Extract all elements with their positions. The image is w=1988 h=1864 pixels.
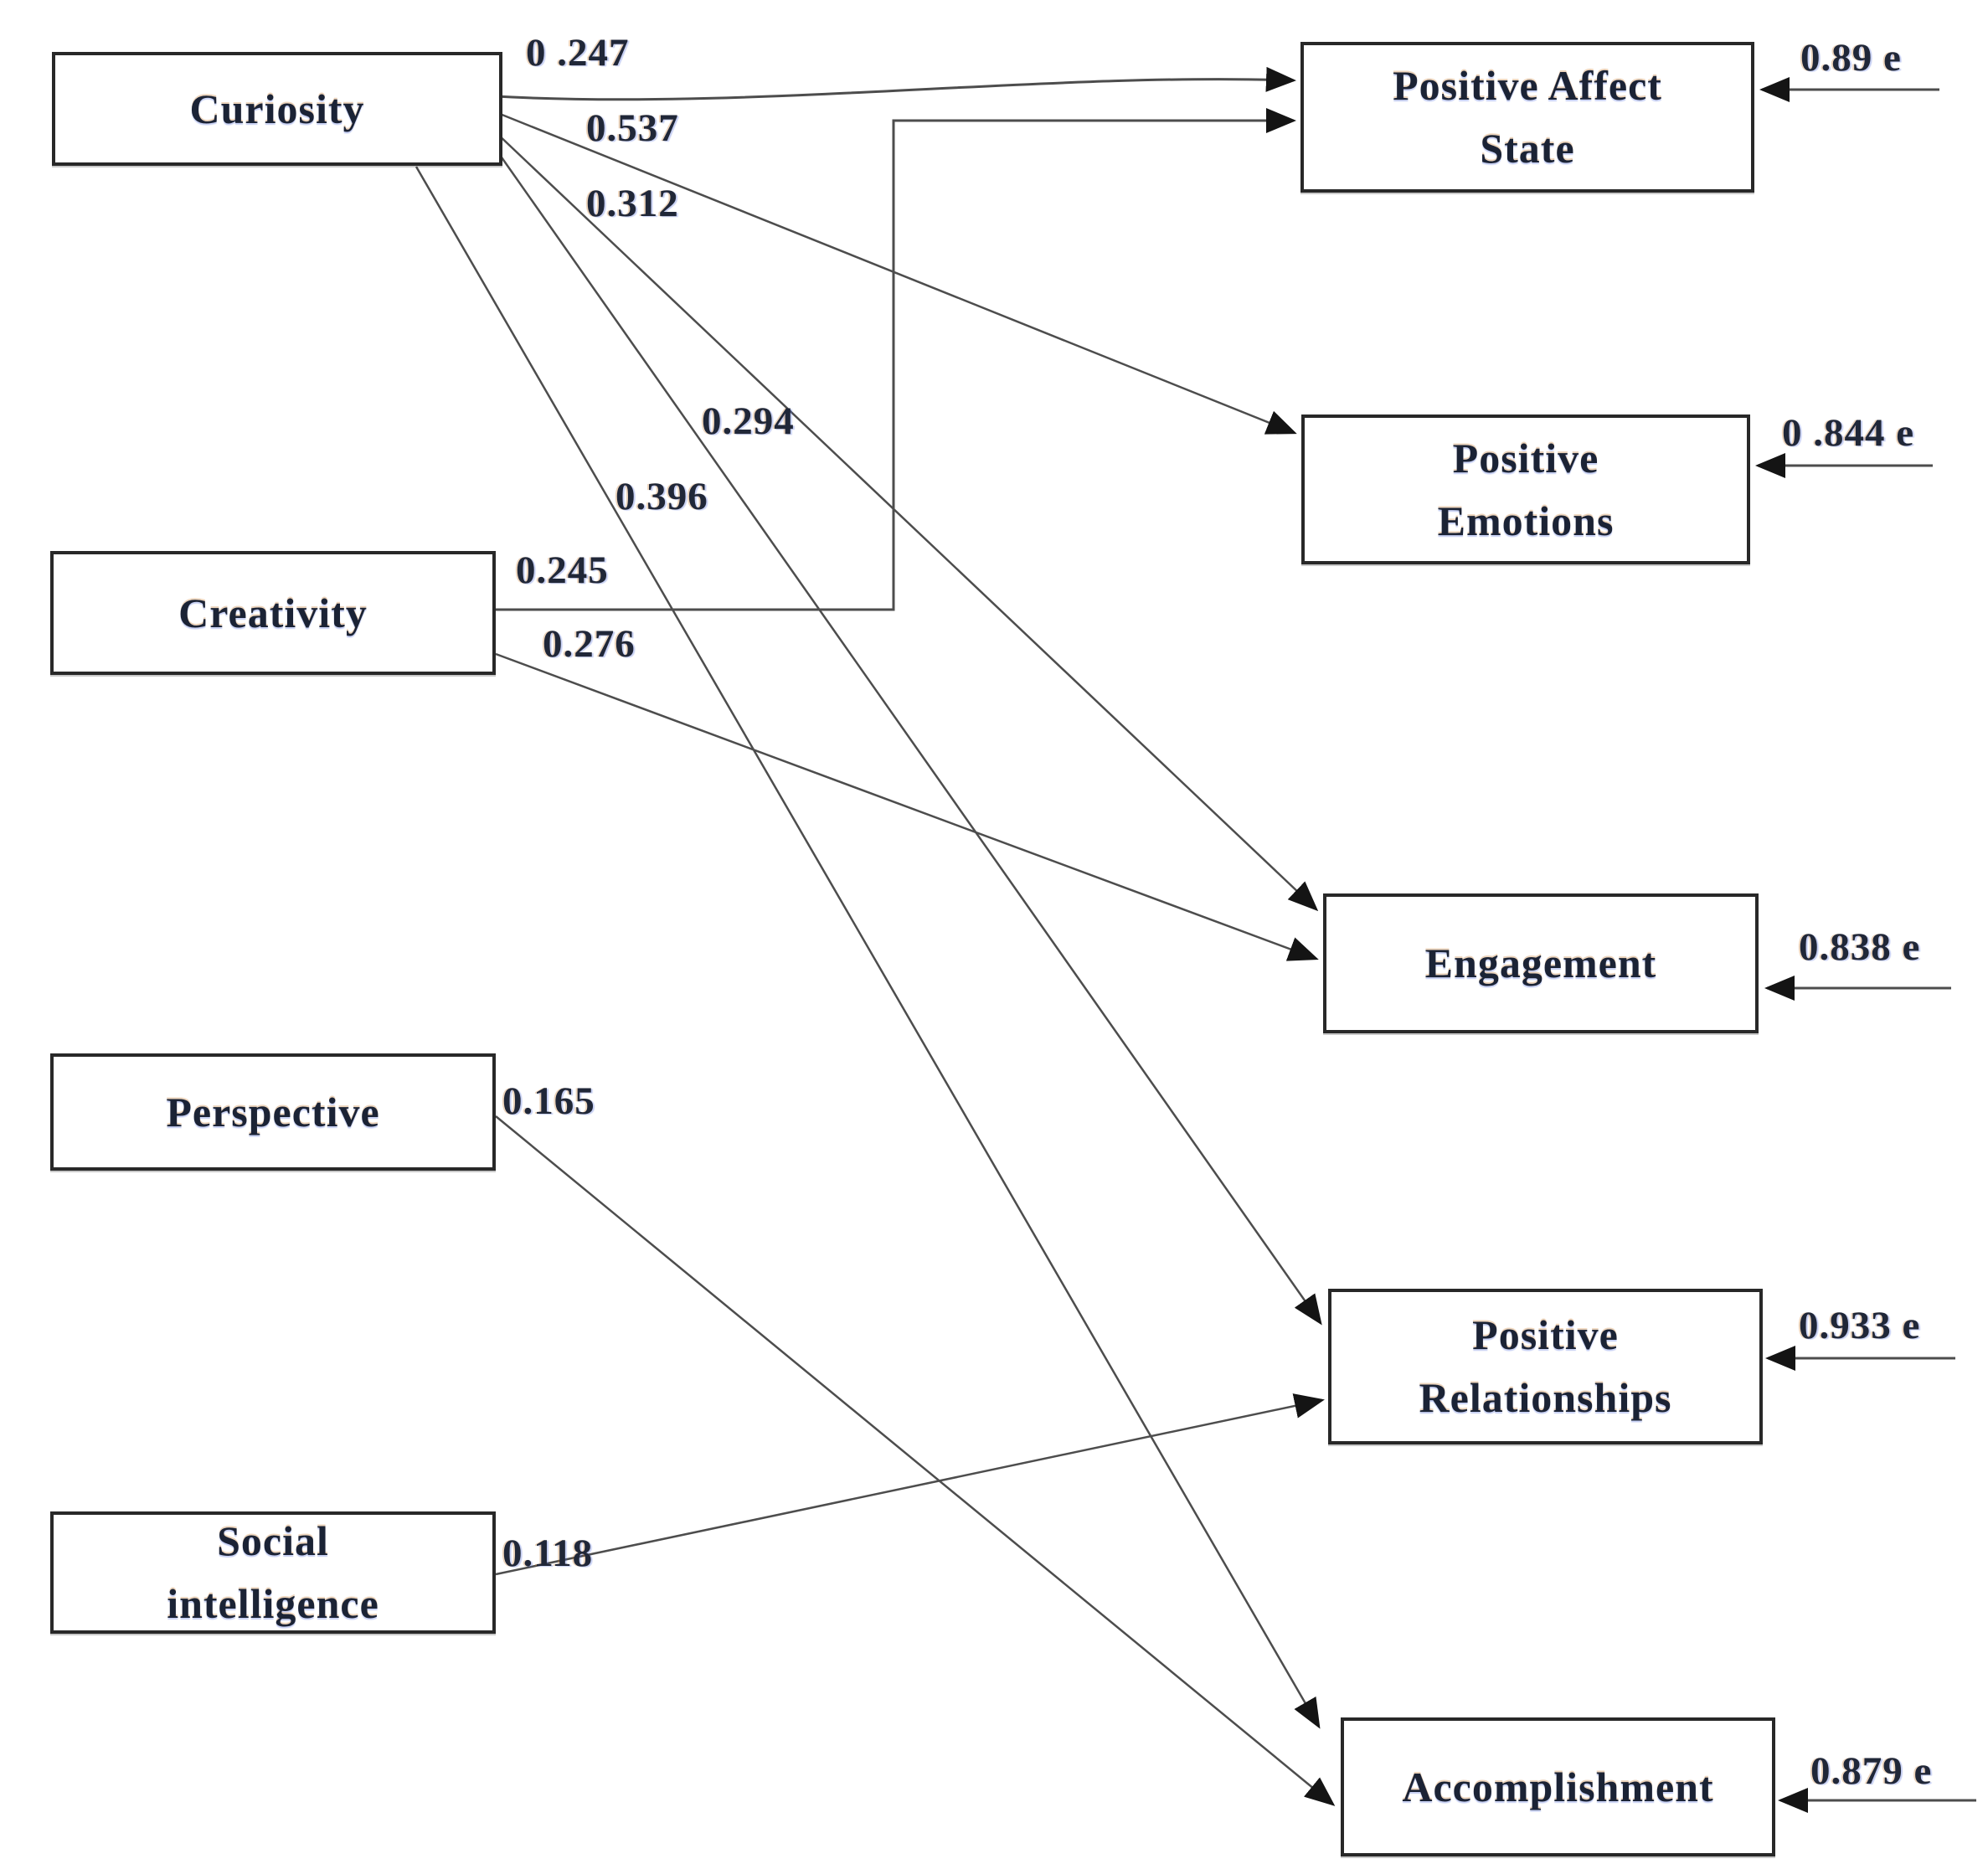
- coef-curiosity-positive-affect-state: 0 .247: [526, 31, 630, 75]
- edge-social-intelligence-positive-relationships: [495, 1393, 1325, 1576]
- node-positive-relationships: Positive Relationships: [1328, 1289, 1763, 1444]
- edge-perspective-accomplishment: [495, 1115, 1336, 1806]
- coef-perspective-accomplishment: 0.165: [502, 1079, 595, 1123]
- coef-creativity-positive-affect-state: 0.245: [516, 548, 609, 592]
- error-term-positive-relationships: 0.933 e: [1799, 1304, 1921, 1347]
- error-term-engagement: 0.838 e: [1799, 925, 1921, 969]
- coef-curiosity-accomplishment: 0.396: [615, 475, 708, 518]
- node-perspective-label: Perspective: [166, 1088, 380, 1135]
- node-engagement-label: Engagement: [1424, 940, 1657, 986]
- node-accomplishment: Accomplishment: [1341, 1717, 1775, 1856]
- error-term-positive-affect-state: 0.89 e: [1800, 36, 1902, 80]
- edge-curiosity-positive-affect-state: [495, 66, 1296, 101]
- error-term-positive-emotions: 0 .844 e: [1782, 411, 1915, 455]
- coef-creativity-engagement: 0.276: [543, 622, 636, 666]
- node-curiosity-label: Curiosity: [189, 85, 365, 132]
- node-curiosity: Curiosity: [52, 52, 502, 166]
- error-term-accomplishment: 0.879 e: [1810, 1749, 1933, 1793]
- node-perspective: Perspective: [50, 1053, 496, 1171]
- node-engagement: Engagement: [1323, 893, 1759, 1033]
- node-social-intelligence: Social intelligence: [50, 1511, 496, 1634]
- node-creativity-label: Creativity: [178, 589, 368, 636]
- node-accomplishment-label: Accomplishment: [1402, 1763, 1714, 1810]
- edge-curiosity-positive-relationships: [494, 148, 1322, 1326]
- edge-curiosity-positive-emotions: [495, 111, 1297, 435]
- edge-creativity-engagement: [495, 652, 1319, 961]
- node-creativity: Creativity: [50, 551, 496, 675]
- node-positive-affect-state: Positive Affect State: [1300, 42, 1754, 193]
- coef-curiosity-positive-relationships: 0.294: [702, 399, 795, 443]
- node-social-intelligence-label: Social intelligence: [167, 1517, 379, 1627]
- edge-curiosity-accomplishment: [415, 166, 1321, 1729]
- coef-social-intelligence-positive-relationships: 0.118: [502, 1532, 594, 1575]
- edge-creativity-positive-affect-state: [496, 108, 1296, 611]
- coef-curiosity-positive-emotions: 0.537: [586, 106, 679, 150]
- node-positive-emotions-label: Positive Emotions: [1437, 434, 1615, 544]
- node-positive-emotions: Positive Emotions: [1301, 415, 1750, 564]
- edge-curiosity-engagement: [495, 131, 1319, 912]
- node-positive-relationships-label: Positive Relationships: [1419, 1311, 1672, 1421]
- coef-curiosity-engagement: 0.312: [586, 182, 679, 225]
- node-positive-affect-state-label: Positive Affect State: [1393, 62, 1662, 172]
